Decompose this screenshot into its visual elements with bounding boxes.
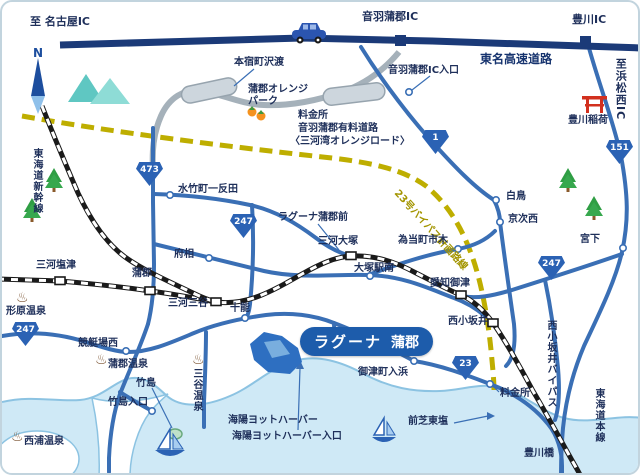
label-mikawa-bay-orange-road: 〈三河湾オレンジロード〉 [290, 136, 410, 147]
tomei-expressway-line [59, 34, 638, 52]
label-gamagori-station: 蒲郡 [132, 268, 152, 279]
compass-north-label: N [33, 46, 44, 60]
label-tokaido-shinkansen: 東海道新幹線 [31, 148, 42, 214]
tree-icon [559, 168, 577, 192]
label-aichi-mito-station: 愛知御津 [430, 278, 470, 289]
car-icon [292, 23, 326, 44]
label-orange-park: 蒲郡オレンジ パーク [248, 84, 308, 107]
label-tomei-expressway: 東名高速道路 [480, 52, 553, 66]
onsen-icon: ♨ [95, 352, 108, 368]
fuso-road [152, 242, 487, 318]
label-tollgate-east: 料金所 [500, 388, 530, 399]
orange-fruit-icon [247, 106, 266, 121]
label-gamagori-onsen: 蒲郡温泉 [108, 359, 148, 370]
station-marker [455, 290, 467, 300]
label-laguna-gamagori-mae: ラグーナ蒲郡前 [278, 212, 348, 223]
station-marker [345, 251, 357, 261]
tree-icon [23, 198, 41, 222]
label-to-hamamatsu-nishi-ic: 至浜松西IC [614, 58, 628, 121]
miya-onsen-road [201, 330, 208, 429]
label-miyashita: 宮下 [580, 234, 600, 245]
tree-icons [23, 168, 603, 222]
sailboat-icon [155, 426, 185, 456]
label-motojuku-sawatari: 本宿町沢渡 [234, 57, 284, 68]
station-markers [54, 251, 499, 328]
mizutake-road [152, 192, 352, 258]
label-tollgate-orange-road: 料金所 [298, 110, 328, 121]
label-takeshima: 竹島 [136, 378, 156, 389]
intersection-dots [122, 88, 627, 415]
label-otsuka-eki-minami: 大塚駅南 [354, 263, 394, 274]
label-nishi-kozakai-bypass: 西小坂井バイパス [545, 320, 556, 408]
label-toyokawa-ic: 豊川IC [572, 13, 607, 26]
label-otowa-gamagori-ic: 音羽蒲郡IC [362, 10, 419, 23]
railways-layer [2, 105, 582, 473]
route1-road [359, 45, 517, 368]
label-otowa-toll-road: 音羽蒲郡有料道路 [298, 123, 378, 134]
label-mikawa-shiotsu-station: 三河塩津 [36, 260, 76, 271]
laguna-gamagori-badge: ラグーナ 蒲郡 [300, 327, 434, 356]
station-marker [487, 318, 499, 328]
route247-east-spur [460, 252, 624, 300]
label-tamari-cho-ichiki: 為当町市木 [398, 235, 448, 246]
label-takeshima-iriguchi: 竹島入口 [108, 397, 148, 408]
label-nishiura-onsen: 西浦温泉 [24, 436, 64, 447]
label-mikawa-miya-station: 三河三谷 [168, 298, 208, 309]
label-toyokawa-bashi: 豊川橋 [524, 448, 554, 459]
compass-icon [31, 58, 45, 114]
badge-place: 蒲郡 [391, 335, 420, 351]
station-marker [54, 276, 66, 286]
laguna-resort-shape [250, 332, 302, 374]
onsen-icon: ♨ [192, 352, 205, 368]
tree-icon [585, 196, 603, 220]
label-otowa-ic-entrance: 音羽蒲郡IC入口 [388, 65, 460, 76]
label-kyoteijo-nishi: 競艇場西 [78, 338, 118, 349]
route23-bypass-plan-line [21, 113, 497, 391]
nishi-kozakai-bypass-road [543, 278, 561, 422]
route23-coastal-road [412, 359, 564, 473]
leader-lines [151, 68, 500, 431]
tree-icon [45, 168, 63, 192]
label-katahara-onsen: 形原温泉 [6, 306, 46, 317]
badge-name: ラグーナ [314, 333, 383, 351]
label-to-nagoya-ic: 至 名古屋IC [30, 15, 90, 28]
label-mizutake-ittanda: 水竹町一反田 [178, 184, 238, 195]
station-marker [210, 297, 222, 307]
torii-icon [582, 96, 607, 113]
east-vertical-road [559, 46, 629, 473]
label-maeshiba-higashishio: 前芝東塩 [408, 416, 448, 427]
label-nishi-kozakai-station: 西小坂井 [448, 316, 488, 327]
label-kyoji-nishi: 京次西 [508, 214, 538, 225]
mountain-icon [68, 74, 130, 104]
orange-toll-road [149, 50, 402, 171]
tunnel-icon [322, 82, 386, 106]
sailboat-icon [372, 415, 396, 442]
onsen-icon: ♨ [16, 290, 29, 306]
label-fuso: 府相 [174, 249, 194, 260]
onsen-icon: ♨ [11, 429, 24, 445]
ic-mark [580, 36, 591, 47]
ic-mark [395, 35, 406, 46]
label-juno: 十能 [230, 303, 250, 314]
label-mito-cho-irihama: 御津町入浜 [358, 367, 408, 378]
label-mikawa-otsuka-station: 三河大塚 [318, 236, 358, 247]
label-kaiyo-yacht-harbor: 海陽ヨットハーバー [228, 415, 318, 426]
station-marker [144, 286, 156, 296]
label-tokaido-main-line: 東海道本線 [593, 388, 604, 443]
label-miya-onsen: 三谷温泉 [191, 368, 202, 412]
nishiura-peninsula [2, 430, 80, 473]
label-toyokawa-inari: 豊川稲荷 [568, 115, 608, 126]
label-kaiyo-yacht-harbor-iriguchi: 海陽ヨットハーバー入口 [232, 431, 342, 442]
label-shiratori: 白鳥 [506, 191, 526, 202]
